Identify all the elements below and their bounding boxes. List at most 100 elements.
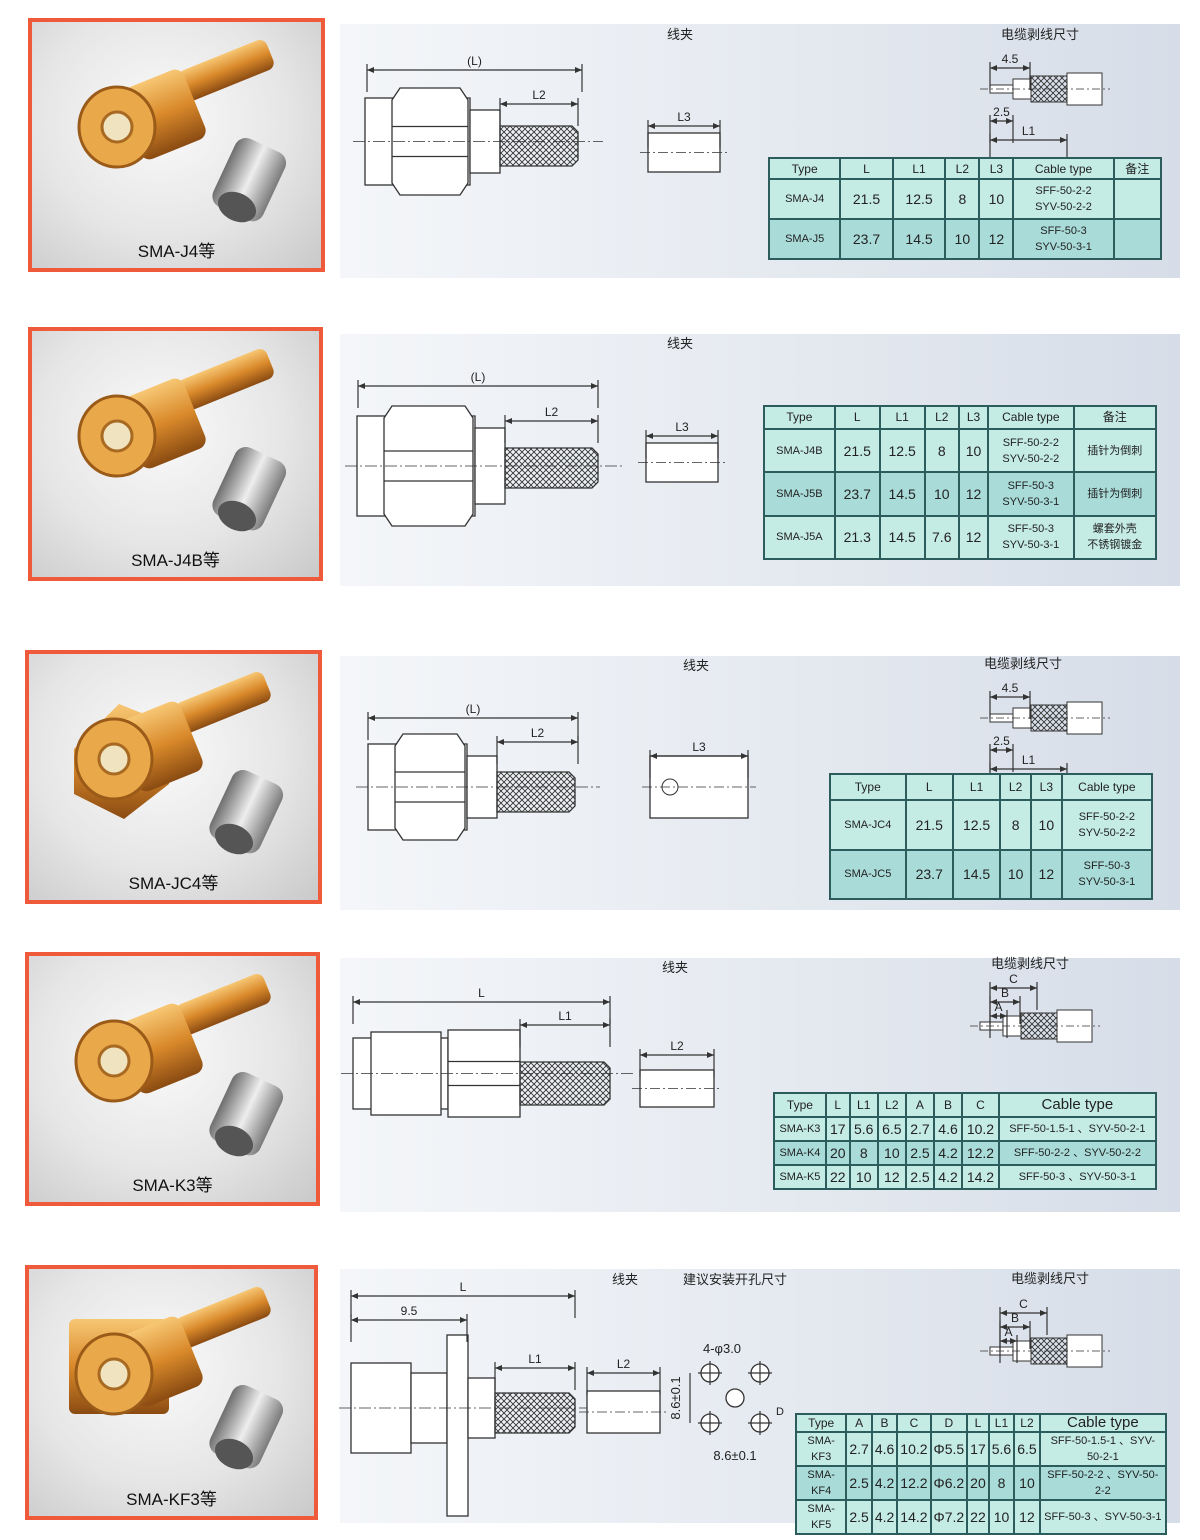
clip-label: 线夹 [683, 658, 709, 673]
cable-strip-label: 电缆剥线尺寸 [984, 656, 1062, 671]
table-cell: 6.5 [876, 1116, 907, 1142]
table-cell: SFF-50-2-2 SYV-50-2-2 [1012, 178, 1115, 221]
table-cell: 17 [824, 1116, 851, 1142]
table-cell: 10 [1029, 799, 1063, 851]
table-cell: 20 [966, 1465, 990, 1501]
cable-strip-label: 电缆剥线尺寸 [1001, 27, 1079, 42]
table-cell: SFF-50-2-2 、SYV-50-2-2 [997, 1140, 1158, 1166]
horizontal-spacing-label: 8.6±0.1 [713, 1448, 756, 1463]
table-cell: SFF-50-3 SYV-50-3-1 [1012, 218, 1115, 260]
type-cell: SMA-J5A [763, 514, 836, 561]
table-cell: 12 [876, 1164, 907, 1190]
table-cell: 2.5 [904, 1140, 935, 1166]
table-cell: 6.5 [1013, 1431, 1041, 1467]
type-cell: SMA-KF5 [794, 1499, 848, 1535]
table-cell: 14.5 [878, 514, 926, 561]
center-pin [97, 1357, 131, 1391]
table-cell: 14.5 [951, 848, 1002, 901]
strip-dimension-c-label: C [1019, 1297, 1028, 1311]
ferrule-opening [217, 500, 257, 532]
mounting-flange [446, 1334, 469, 1517]
product-caption: SMA-J4B等 [131, 551, 220, 570]
product-photo: SMA-JC4等 [25, 650, 322, 904]
column-header: L [839, 156, 894, 181]
type-cell: SMA-KF3 [794, 1431, 848, 1467]
center-hole [725, 1388, 745, 1408]
table-cell: SFF-50-3 、SYV-50-3-1 [997, 1164, 1158, 1190]
overall-length-dimension-label: (L) [466, 702, 481, 716]
hole-count-label: 4-φ3.0 [703, 1341, 741, 1356]
ferrule-opening [214, 1438, 254, 1470]
arrow-icon [1000, 1324, 1030, 1330]
column-header: L [966, 1413, 990, 1433]
knurled-crimp-sleeve [496, 771, 576, 813]
table-cell: 10.2 [961, 1116, 1000, 1142]
ferrule-length-dimension-label: L2 [617, 1357, 631, 1371]
ferrule-length-dimension-label: L3 [692, 740, 706, 754]
strip-dimension-c-label: C [1009, 972, 1018, 986]
product-photo: SMA-J4B等 [28, 327, 323, 581]
technical-drawing: (L)L2L3线夹电缆剥线尺寸4.52.5L1 [353, 27, 1110, 196]
table-cell: 10 [876, 1140, 907, 1166]
table-cell: 10 [944, 218, 981, 260]
type-cell: SMA-J5 [767, 218, 842, 260]
table-cell: Φ5.5 [929, 1431, 969, 1467]
overall-length-dimension-label: (L) [471, 370, 486, 384]
table-cell: 8 [923, 427, 960, 474]
table-cell: SFF-50-2-2 SYV-50-2-2 [1060, 799, 1154, 851]
table-cell: 23.7 [833, 471, 881, 517]
center-pin [100, 110, 134, 144]
table-cell: 8 [848, 1140, 879, 1166]
table-cell: SFF-50-3 SYV-50-3-1 [1060, 848, 1154, 901]
table-cell: 10 [999, 848, 1032, 901]
table-cell: 14.2 [961, 1164, 1000, 1190]
overall-length-dimension-label: (L) [467, 54, 482, 68]
table-cell: 4.6 [932, 1116, 964, 1142]
table-cell: 插针为倒刺 [1072, 427, 1158, 474]
table-cell: 12.5 [951, 799, 1002, 851]
arrow-icon [990, 1013, 1007, 1019]
column-header: Cable type [1038, 1413, 1168, 1433]
ferrule-opening [217, 191, 257, 223]
table-cell: 10 [1013, 1465, 1041, 1501]
table-cell: 21.3 [833, 514, 881, 561]
table-cell: 22 [824, 1164, 851, 1190]
knurled-crimp-sleeve [494, 1392, 576, 1434]
column-header: 备注 [1112, 156, 1163, 181]
center-pin [100, 419, 134, 453]
type-cell: SMA-J4B [763, 427, 836, 474]
crimp-length-dimension-label: L2 [531, 726, 545, 740]
table-cell: 2.5 [845, 1465, 873, 1501]
table-cell: 插针为倒刺 [1072, 471, 1158, 517]
center-pin [97, 1044, 131, 1078]
column-header: A [904, 1092, 935, 1118]
clip-label: 线夹 [662, 960, 688, 975]
table-cell: SFF-50-1.5-1 、SYV-50-2-1 [997, 1116, 1158, 1142]
column-header: L [904, 772, 954, 802]
table-cell: 20 [824, 1140, 851, 1166]
type-cell: SMA-J5B [763, 471, 836, 517]
connector-photo-illustration [69, 1286, 284, 1470]
type-cell: SMA-J4 [767, 178, 842, 221]
table-cell: 10 [957, 427, 990, 474]
product-caption: SMA-J4等 [137, 242, 216, 261]
table-cell: 10 [978, 178, 1015, 221]
strip-dimension-3-label: L1 [1022, 753, 1036, 767]
table-cell [1112, 218, 1163, 260]
column-header: L2 [923, 405, 960, 430]
crimp-sleeve-knurled [175, 671, 271, 733]
table-cell: 4.2 [932, 1164, 964, 1190]
